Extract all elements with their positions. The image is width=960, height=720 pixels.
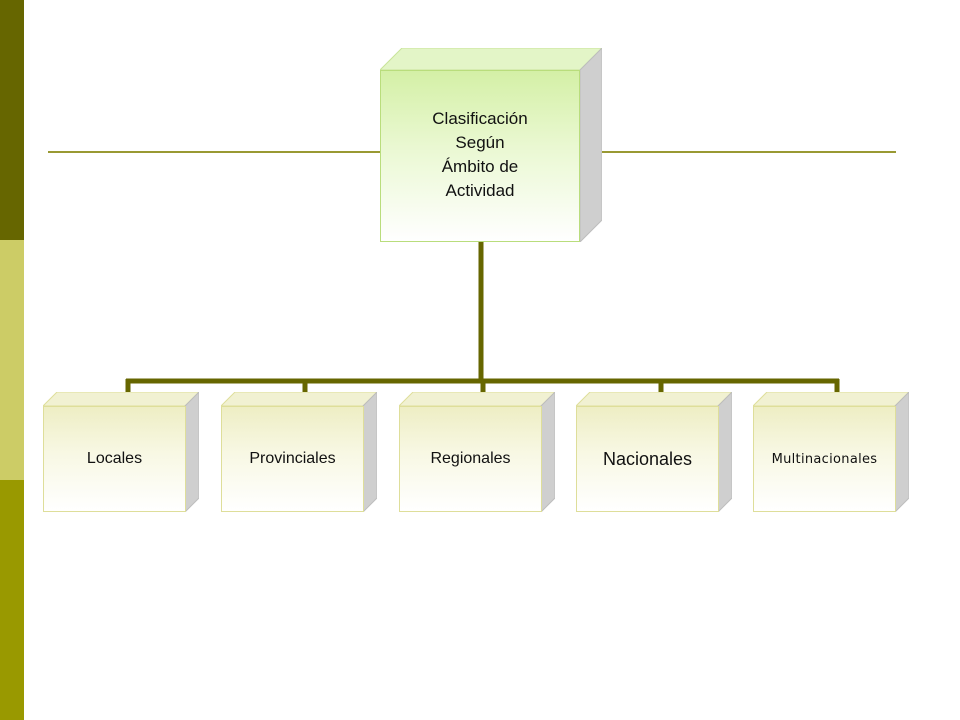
side-bar-mid [0,480,24,720]
child-node-face: Locales [43,406,186,512]
root-node-text: Clasificación Según Ámbito de Actividad [432,107,527,203]
side-bar-dark [0,0,24,240]
child-3d-faces [576,392,732,512]
child-node-multinacionales: Multinacionales [753,392,909,512]
root-node: Clasificación Según Ámbito de Actividad [380,48,602,242]
child-3d-faces [399,392,555,512]
side-bar-light [0,240,24,480]
child-node-locales: Locales [43,392,199,512]
root-line-2: Según [455,133,505,152]
root-line-3: Ámbito de [441,157,519,176]
child-label: Multinacionales [771,451,878,467]
root-node-3d-faces [380,48,602,242]
child-node-nacionales: Nacionales [576,392,732,512]
root-line-1: Clasificación [432,109,528,128]
child-node-face: Provinciales [221,406,364,512]
child-node-face: Nacionales [576,406,719,512]
title-rule-left [48,151,382,153]
child-3d-faces [43,392,199,512]
child-node-provinciales: Provinciales [221,392,377,512]
child-node-face: Multinacionales [753,406,896,512]
root-node-face: Clasificación Según Ámbito de Actividad [380,70,580,242]
child-node-regionales: Regionales [399,392,555,512]
title-rule-right [580,151,896,153]
child-node-face: Regionales [399,406,542,512]
child-label: Locales [86,450,143,467]
child-label: Regionales [430,450,511,467]
child-label: Provinciales [249,450,336,467]
root-line-4: Actividad [445,181,515,200]
child-label: Nacionales [602,448,693,469]
